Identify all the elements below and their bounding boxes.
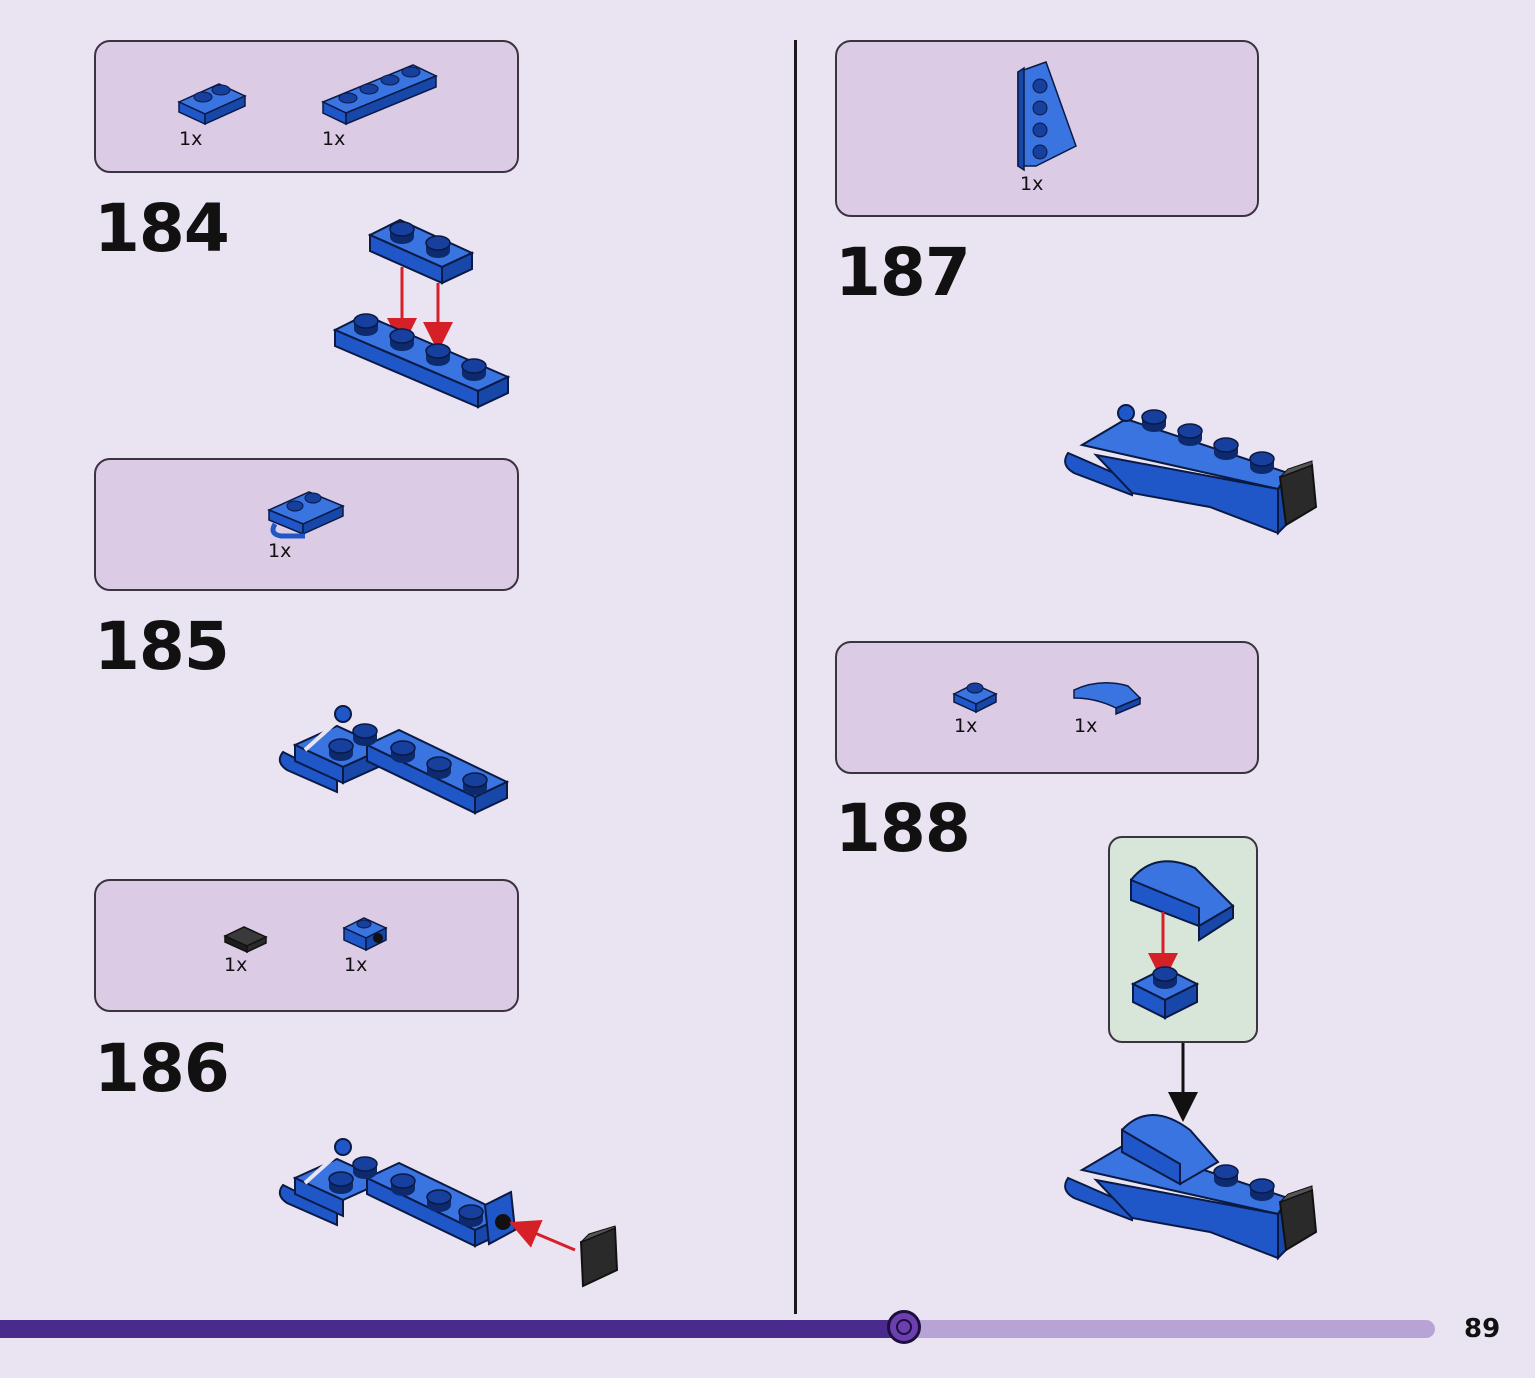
bracket-with-pin-blue-icon [342,917,388,952]
plate-with-bar-blue-icon [267,491,345,539]
parts-callout-186 [94,879,519,1012]
book-progress-fill [0,1320,904,1338]
curved-slope-blue-icon [1073,682,1142,716]
part-qty-186-2: 1x [344,954,368,976]
part-qty-185-1: 1x [268,540,292,562]
page-divider [794,40,797,1314]
step-number-185: 185 [94,608,230,685]
part-qty-188-2: 1x [1074,715,1098,737]
part-qty-184-1: 1x [179,128,203,150]
step-number-187: 187 [835,234,971,311]
part-qty-186-1: 1x [224,954,248,976]
step-number-184: 184 [94,190,230,267]
parts-callout-184 [94,40,519,173]
part-qty-188-1: 1x [954,715,978,737]
step-184-assembly-illustration [332,218,511,409]
plate-1x4-blue-icon [321,64,438,126]
plate-1x2-blue-icon [177,83,247,126]
part-qty-187-1: 1x [1020,173,1044,195]
step-number-188: 188 [835,790,971,867]
plate-1x1-round-stud-blue-icon [952,682,998,714]
step-186-assembly-illustration [278,1138,619,1288]
subassembly-placement-arrow [1168,1043,1198,1122]
parts-callout-188 [835,641,1259,774]
step-number-186: 186 [94,1030,230,1107]
page-number: 89 [1464,1314,1501,1344]
step-185-assembly-illustration [278,705,510,815]
step-187-assembly-illustration [1064,404,1318,536]
part-qty-184-2: 1x [322,128,346,150]
tile-1x1-black-icon [223,926,268,954]
step-188-subassembly-illustration [1130,860,1235,1020]
step-188-assembly-illustration [1064,1114,1318,1261]
wedge-plate-blue-icon [1017,61,1077,172]
book-progress-indicator [887,1310,921,1344]
